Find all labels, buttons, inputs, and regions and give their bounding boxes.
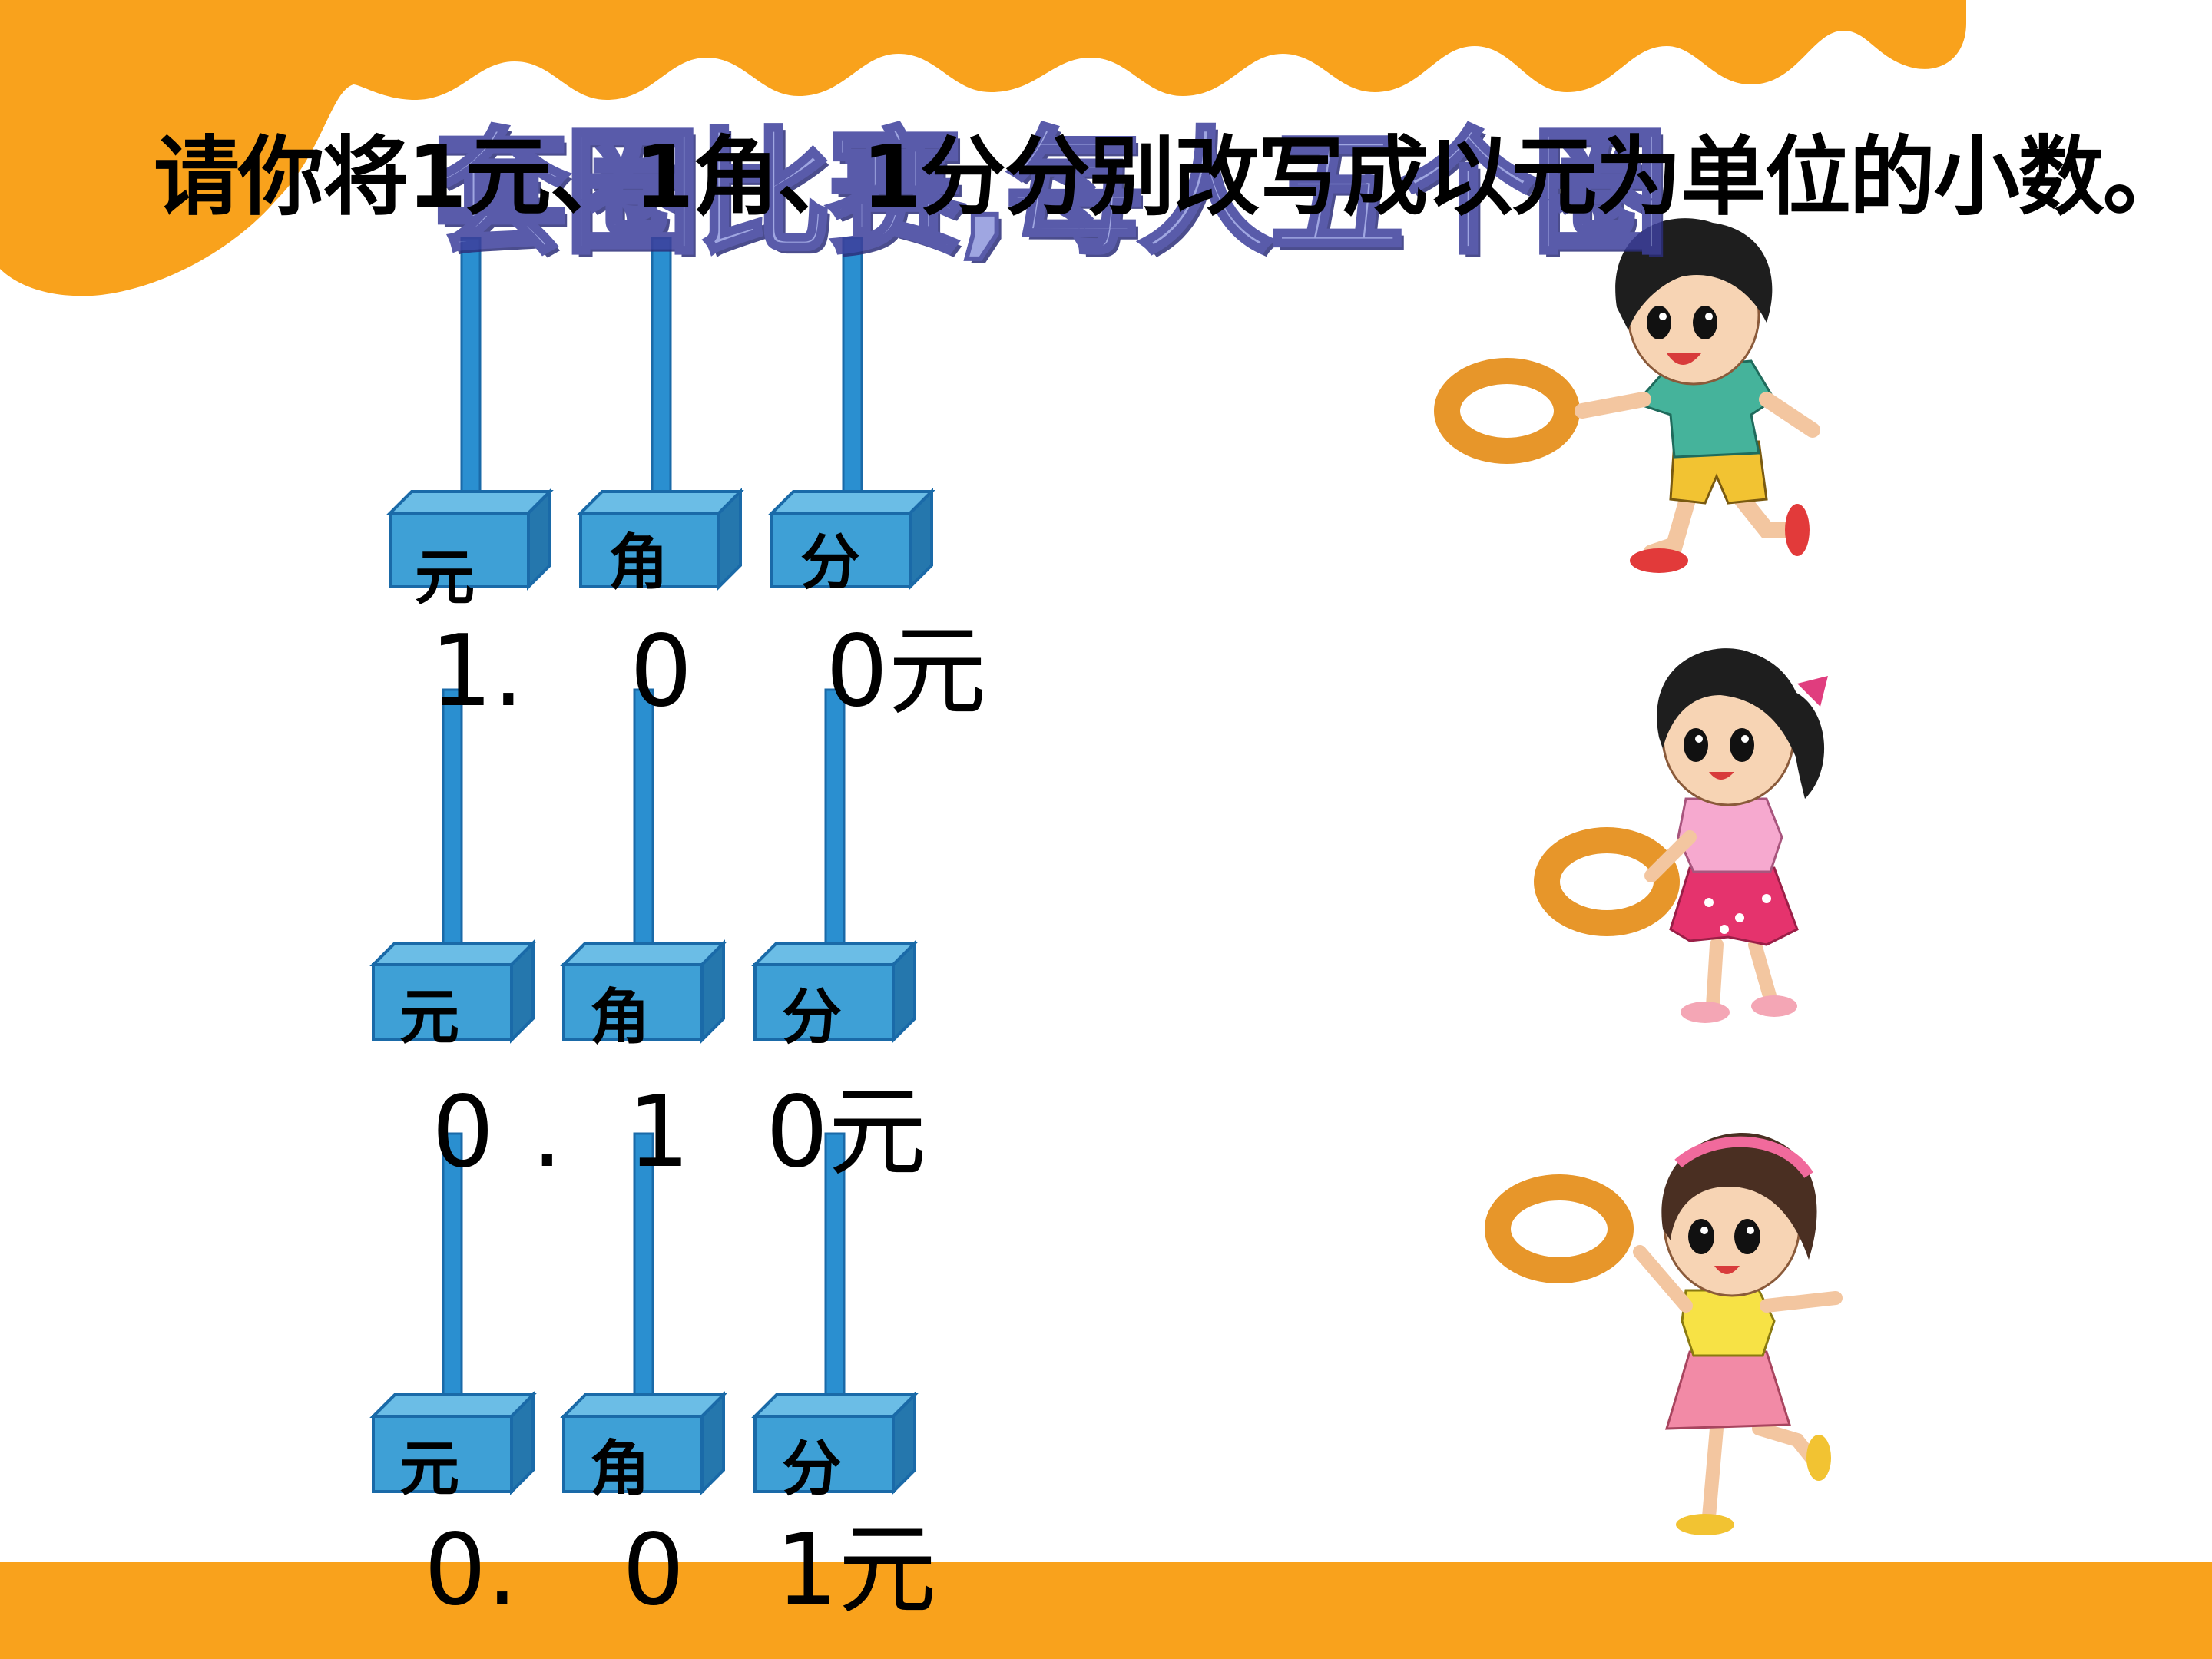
pole-jiao — [633, 688, 654, 964]
pole-yuan — [442, 688, 463, 964]
digit-fen: 0 — [766, 1075, 829, 1190]
girl-pink-dress-ring — [1534, 648, 1828, 1023]
digit-jiao: 0 — [622, 1513, 685, 1628]
abacus-row-2 — [369, 688, 919, 1044]
label-yuan: 元 — [415, 544, 475, 613]
box-yuan — [369, 939, 537, 1044]
title-overlay: 套圈比赛,每人五个圈 — [432, 114, 1669, 274]
box-jiao — [560, 939, 727, 1044]
digit-yuan: 1. — [430, 614, 525, 729]
abacus-row-3 — [369, 1132, 919, 1495]
digit-yuan: 0. — [424, 1513, 518, 1628]
unit-label: 元 — [838, 1513, 937, 1628]
digit-fen: 1 — [776, 1513, 839, 1628]
label-yuan: 元 — [399, 983, 460, 1052]
instruction-text: 请你将1元、1角、1分分别改写成以元为单位的小数。 — [154, 127, 2189, 227]
label-jiao: 角 — [590, 983, 651, 1052]
box-yuan — [386, 488, 554, 591]
box-yuan — [369, 1391, 537, 1495]
box-fen — [751, 939, 919, 1044]
digit-jiao: 1 — [628, 1075, 690, 1190]
box-jiao — [577, 488, 744, 591]
ring-icon — [1434, 358, 1580, 464]
unit-label: 元 — [828, 1075, 927, 1190]
decimal-point: . — [531, 1075, 563, 1190]
label-fen: 分 — [800, 528, 861, 598]
girl-yellow-shirt-ring — [1485, 1133, 1843, 1535]
box-fen — [768, 488, 935, 591]
top-cloud-band — [0, 0, 1966, 296]
label-yuan: 元 — [399, 1435, 460, 1504]
label-jiao: 角 — [590, 1435, 651, 1504]
pole-jiao — [633, 1132, 654, 1416]
label-fen: 分 — [782, 1435, 843, 1504]
label-jiao: 角 — [608, 528, 669, 598]
digit-fen: 0 — [826, 614, 889, 729]
abacus-row-1 — [386, 237, 935, 591]
pole-yuan — [460, 237, 482, 508]
boy-throwing-ring — [1434, 218, 1820, 573]
pole-fen — [824, 688, 846, 964]
box-jiao — [560, 1391, 727, 1495]
digit-yuan: 0 — [432, 1075, 495, 1190]
unit-label: 元 — [888, 614, 987, 729]
label-fen: 分 — [782, 983, 843, 1052]
box-fen — [751, 1391, 919, 1495]
ring-icon — [1534, 827, 1680, 936]
digit-jiao: 0 — [630, 614, 693, 729]
pole-fen — [824, 1132, 846, 1416]
bottom-band — [0, 1562, 2212, 1659]
ring-icon — [1485, 1174, 1634, 1283]
pole-fen — [842, 237, 863, 508]
